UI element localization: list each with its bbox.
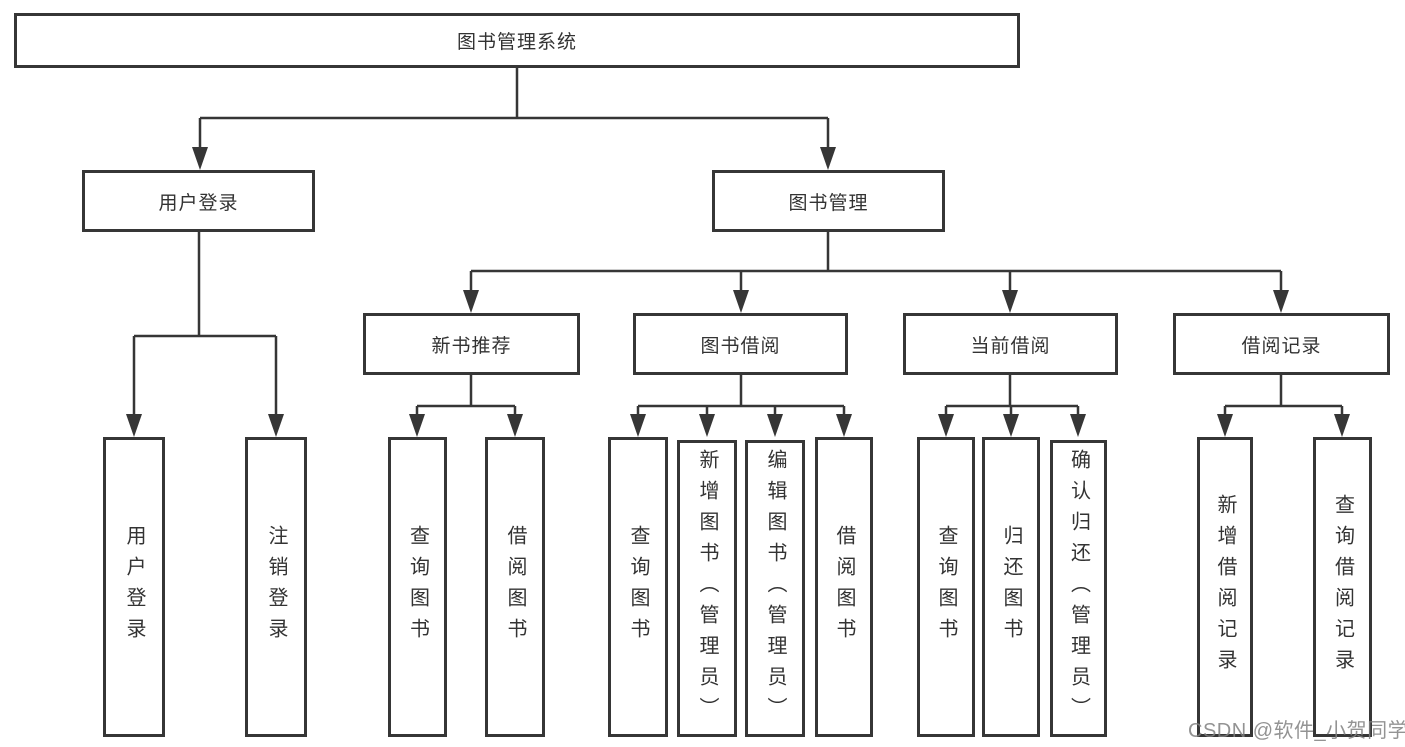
node-borrow-records: 借阅记录	[1173, 313, 1390, 375]
leaf-borrow-books: 借阅图书	[815, 437, 873, 737]
leaf-return-books: 归还图书	[982, 437, 1040, 737]
node-book-management: 图书管理	[712, 170, 945, 232]
leaf-confirm-return-admin: 确认归还（管理员）	[1050, 440, 1107, 737]
leaf-edit-book-admin: 编辑图书（管理员）	[745, 440, 805, 737]
leaf-borrow-books-recommend: 借阅图书	[485, 437, 545, 737]
node-library-management-system: 图书管理系统	[14, 13, 1020, 68]
leaf-query-borrow-record: 查询借阅记录	[1313, 437, 1372, 737]
leaf-query-books-borrow: 查询图书	[608, 437, 668, 737]
node-current-borrow: 当前借阅	[903, 313, 1118, 375]
leaf-add-borrow-record: 新增借阅记录	[1197, 437, 1253, 737]
node-new-book-recommend: 新书推荐	[363, 313, 580, 375]
leaf-logout: 注销登录	[245, 437, 307, 737]
leaf-user-login: 用户登录	[103, 437, 165, 737]
leaf-add-book-admin: 新增图书（管理员）	[677, 440, 737, 737]
node-book-borrow: 图书借阅	[633, 313, 848, 375]
csdn-watermark: CSDN @软件_小贺同学	[1188, 720, 1405, 742]
leaf-query-books-recommend: 查询图书	[388, 437, 447, 737]
node-user-login: 用户登录	[82, 170, 315, 232]
leaf-query-books-current: 查询图书	[917, 437, 975, 737]
